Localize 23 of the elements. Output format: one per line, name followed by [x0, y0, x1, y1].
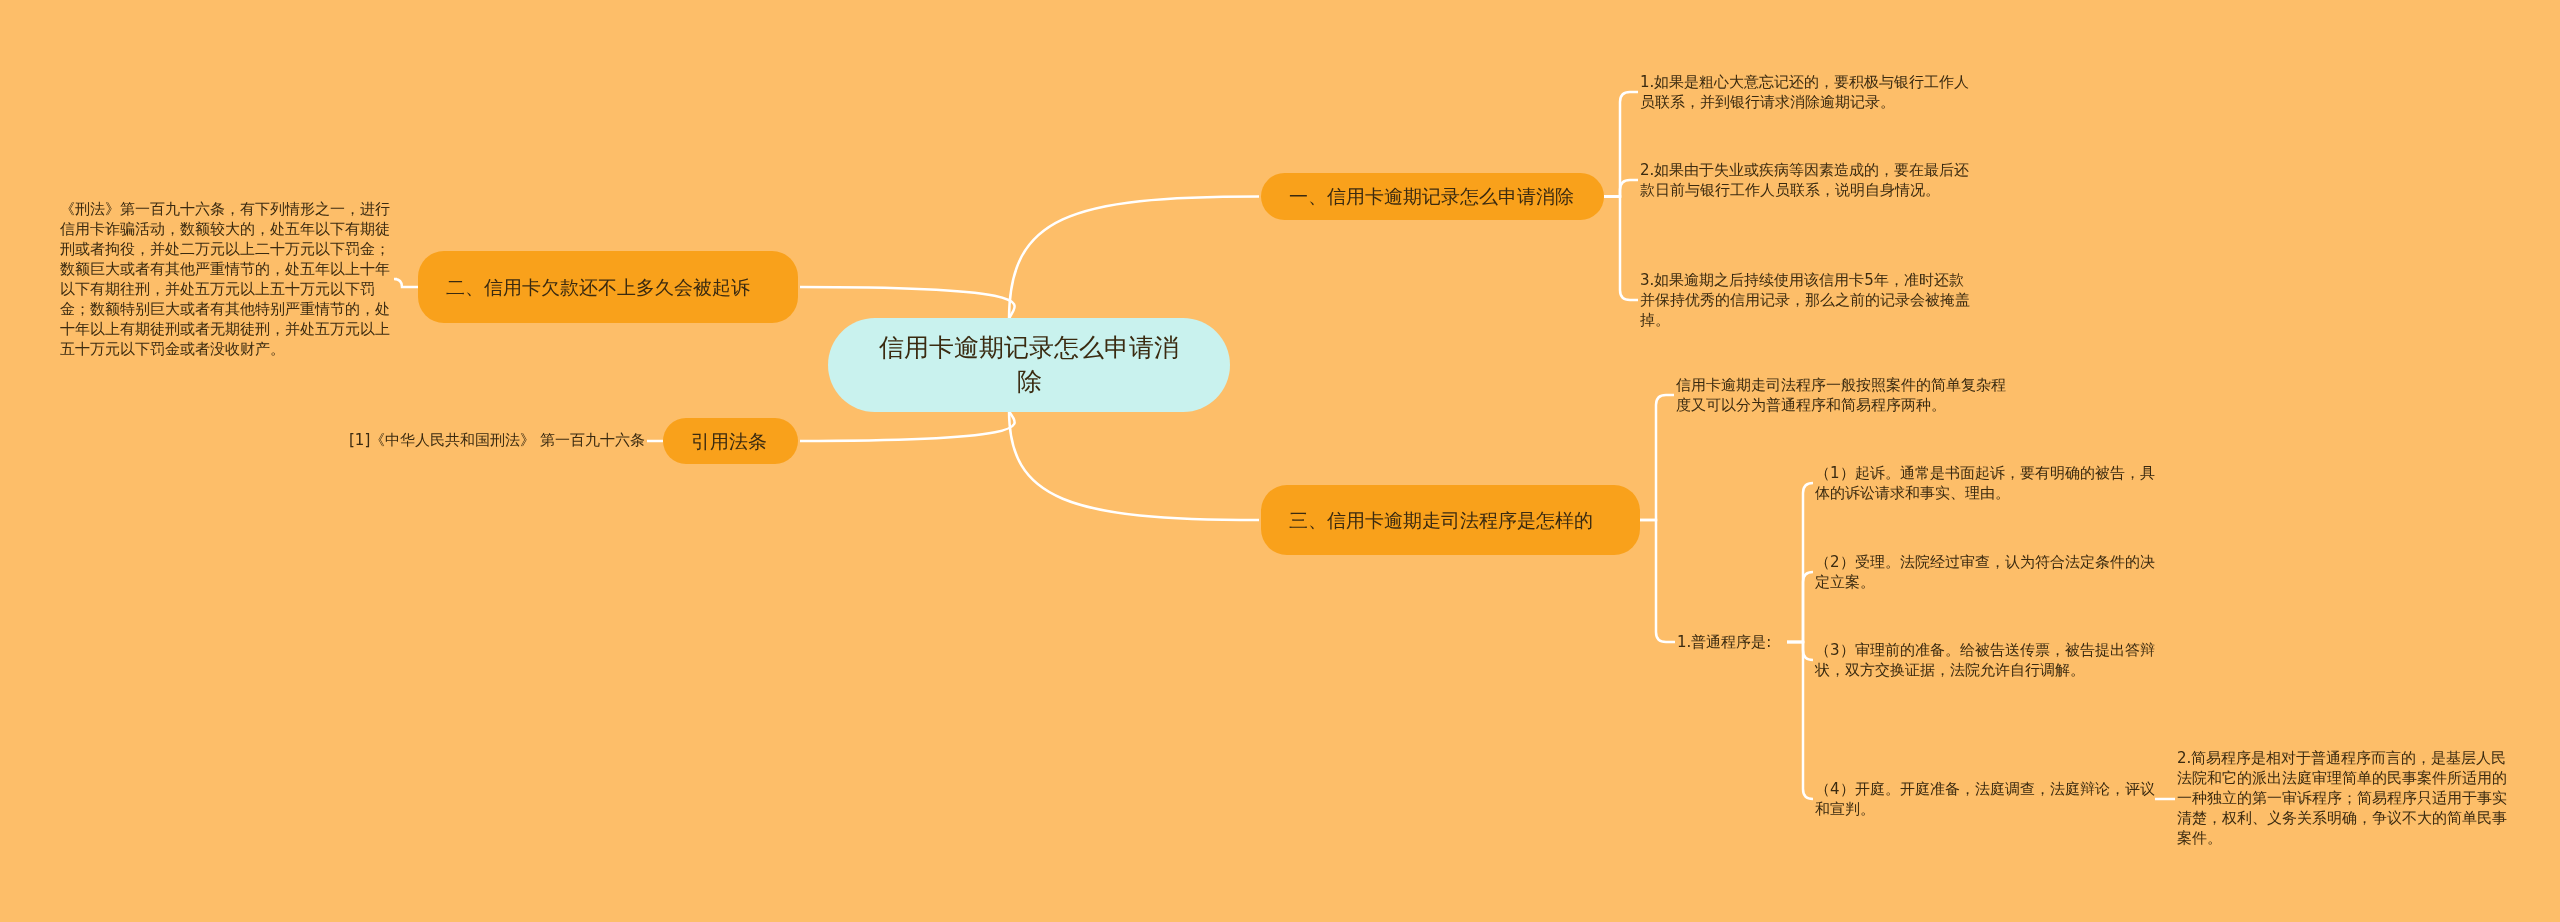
subtopic-text: 《刑法》第一百九十六条，有下列情形之一，进行信用卡诈骗活动，数额较大的，处五年以下有期徒刑或者拘役，并处二万元以上二十万元以下罚金；数额巨大或者有其他严重情节的，处五年以上十年以下有期往刑，并处五万元以上五十万元以下罚金；数额特别巨大或者有其他特别严重情节的，处十年以上有期徒刑或者无期徒刑，并处五万元以上五十万元以下罚金或者没收财产。 — [60, 199, 395, 359]
subtopic-text: 2.如果由于失业或疾病等因素造成的，要在最后还款日前与银行工作人员联系，说明自身情况。 — [1640, 160, 1975, 200]
subtopic-text: （1）起诉。通常是书面起诉，要有明确的被告，具体的诉讼请求和事实、理由。 — [1815, 463, 2155, 503]
connector-line — [2155, 797, 2175, 801]
subtopic-text: （3）审理前的准备。给被告送传票，被告提出答辩状，双方交换证据，法院允许自行调解。 — [1815, 640, 2155, 680]
connector-line — [1787, 640, 1815, 801]
subtopic-text: [1]《中华人民共和国刑法》 第一百九十六条 — [300, 430, 645, 450]
topic-box: 引用法条 — [663, 418, 798, 464]
connector-line — [1007, 409, 1259, 522]
subtopic-text: （2）受理。法院经过审查，认为符合法定条件的决定立案。 — [1815, 552, 2155, 592]
connector-line — [800, 409, 1016, 443]
subtopic-text: 信用卡逾期走司法程序一般按照案件的简单复杂程度又可以分为普通程序和简易程序两种。 — [1676, 375, 2011, 415]
connector-line — [800, 285, 1016, 321]
subtopic-text: 1.普通程序是: — [1677, 632, 1787, 652]
central-topic: 信用卡逾期记录怎么申请消除 — [828, 318, 1230, 412]
subtopic-text: 3.如果逾期之后持续使用该信用卡5年，准时还款并保持优秀的信用记录，那么之前的记录会被掩盖掉。 — [1640, 270, 1975, 330]
connector-line — [392, 277, 418, 289]
topic-box: 二、信用卡欠款还不上多久会被起诉 — [418, 251, 798, 323]
topic-box: 一、信用卡逾期记录怎么申请消除 — [1261, 173, 1604, 220]
topic-box: 三、信用卡逾期走司法程序是怎样的 — [1261, 485, 1640, 555]
subtopic-text: 1.如果是粗心大意忘记还的，要积极与银行工作人员联系，并到银行请求消除逾期记录。 — [1640, 72, 1975, 112]
subtopic-text: 2.简易程序是相对于普通程序而言的，是基层人民法院和它的派出法庭审理简单的民事案件所适用的一种独立的第一审诉程序；简易程序只适用于事实清楚，权利、义务关系明确，争议不大的简单民事案件。 — [2177, 748, 2512, 848]
subtopic-text: （4）开庭。开庭准备，法庭调查，法庭辩论，评议和宣判。 — [1815, 779, 2155, 819]
